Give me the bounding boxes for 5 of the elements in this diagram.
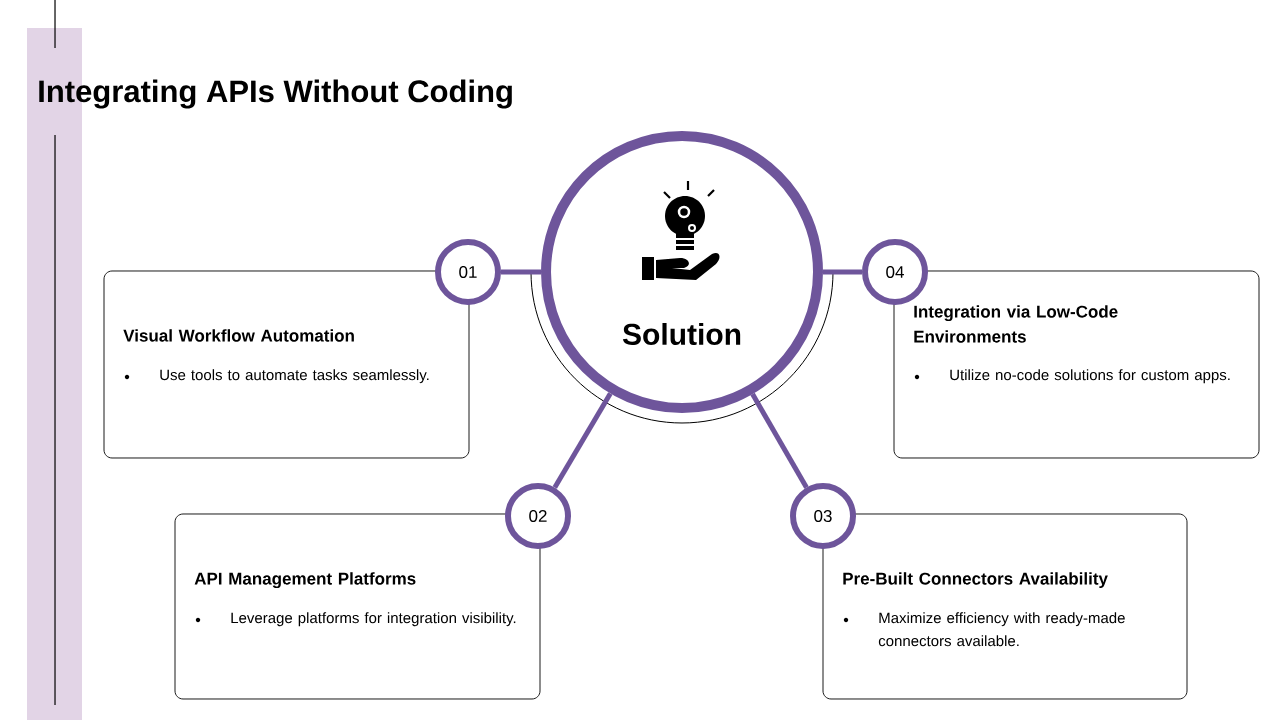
connector-line: [552, 392, 613, 489]
connector-line: [823, 269, 862, 275]
connector-line: [750, 392, 809, 489]
connector-line: [501, 269, 541, 275]
title: Integrating APIs Without Coding: [39, 79, 512, 109]
